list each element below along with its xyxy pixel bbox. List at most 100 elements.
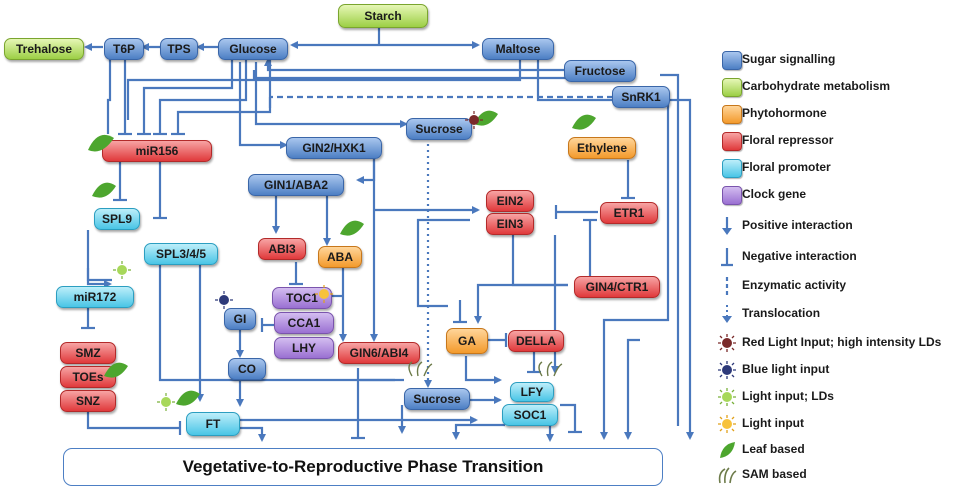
leaf-icon xyxy=(474,110,498,126)
red-light-icon xyxy=(465,111,483,129)
red-light-icon xyxy=(716,333,738,353)
node-ft: FT xyxy=(186,412,240,436)
leaf-icon xyxy=(716,440,738,460)
node-della: DELLA xyxy=(508,330,564,352)
legend-item-clock-gene: Clock gene xyxy=(712,185,960,205)
node-ein2: EIN2 xyxy=(486,190,534,212)
sun-icon xyxy=(716,414,738,434)
legend-item-red-light: Red Light Input; high intensity LDs xyxy=(712,333,960,353)
legend-item-enzymatic: Enzymatic activity xyxy=(712,276,960,296)
blue-light-icon xyxy=(716,360,738,380)
legend-label: SAM based xyxy=(742,467,807,481)
legend-label: Red Light Input; high intensity LDs xyxy=(742,335,942,349)
node-gin6: GIN6/ABI4 xyxy=(338,342,420,364)
node-lfy: LFY xyxy=(510,382,554,402)
node-co: CO xyxy=(228,358,266,380)
floral-promoter-swatch xyxy=(716,158,742,178)
node-etr1: ETR1 xyxy=(600,202,658,224)
green-light-icon xyxy=(113,261,131,279)
node-abi3: ABI3 xyxy=(258,238,306,260)
sam-icon xyxy=(716,465,738,485)
node-toc1: TOC1 xyxy=(272,287,332,309)
node-fructose: Fructose xyxy=(564,60,636,82)
node-maltose: Maltose xyxy=(482,38,554,60)
node-mir156: miR156 xyxy=(102,140,212,162)
node-ein3: EIN3 xyxy=(486,213,534,235)
blue-light-icon xyxy=(215,291,233,309)
node-gin2: GIN2/HXK1 xyxy=(286,137,382,159)
node-mir172: miR172 xyxy=(56,286,134,308)
legend-label: Phytohormone xyxy=(742,106,827,120)
node-smz: SMZ xyxy=(60,342,116,364)
legend-label: Translocation xyxy=(742,306,821,320)
legend-label: Negative interaction xyxy=(742,249,857,263)
legend-label: Blue light input xyxy=(742,362,830,376)
legend-item-blue-light: Blue light input xyxy=(712,360,960,380)
node-cca1: CCA1 xyxy=(274,312,334,334)
legend-label: Carbohydrate metabolism xyxy=(742,79,891,93)
leaf-icon xyxy=(572,114,596,130)
legend-label: Floral promoter xyxy=(742,160,831,174)
legend-label: Leaf based xyxy=(742,442,805,456)
node-trehalose: Trehalose xyxy=(4,38,84,60)
legend-item-positive: Positive interaction xyxy=(712,216,960,236)
legend-item-negative: Negative interaction xyxy=(712,247,960,267)
node-snz: SNZ xyxy=(60,390,116,412)
sam-icon xyxy=(408,361,563,377)
node-ga: GA xyxy=(446,328,488,354)
node-glucose: Glucose xyxy=(218,38,288,60)
phytohormone-swatch xyxy=(716,104,742,124)
node-gin1: GIN1/ABA2 xyxy=(248,174,344,196)
node-sucrose-bottom: Sucrose xyxy=(404,388,470,410)
node-gi: GI xyxy=(224,308,256,330)
leaf-icon xyxy=(88,134,114,152)
node-spl9: SPL9 xyxy=(94,208,140,230)
node-t6p: T6P xyxy=(104,38,144,60)
legend-label: Floral repressor xyxy=(742,133,834,147)
node-ethylene: Ethylene xyxy=(568,137,636,159)
leaf-icon xyxy=(92,182,116,198)
legend-item-sugar-signalling: Sugar signalling xyxy=(712,50,960,70)
node-sucrose-top: Sucrose xyxy=(406,118,472,140)
legend-item-sam: SAM based xyxy=(712,465,960,485)
node-aba: ABA xyxy=(318,246,362,268)
sun-icon xyxy=(315,285,333,303)
legend-item-carbohydrate: Carbohydrate metabolism xyxy=(712,77,960,97)
node-spl345: SPL3/4/5 xyxy=(144,243,218,265)
negative-bar-icon xyxy=(716,247,738,267)
clock-gene-swatch xyxy=(716,185,742,205)
floral-repressor-swatch xyxy=(716,131,742,151)
green-light-icon xyxy=(716,387,738,407)
legend-label: Positive interaction xyxy=(742,218,853,232)
legend-label: Light input xyxy=(742,416,804,430)
node-starch: Starch xyxy=(338,4,428,28)
node-lhy: LHY xyxy=(274,337,334,359)
dotted-arrow-icon xyxy=(716,304,738,324)
sugar-signalling-swatch xyxy=(716,50,742,70)
legend-label: Light input; LDs xyxy=(742,389,834,403)
positive-arrow-icon xyxy=(716,216,738,236)
leaf-icon xyxy=(176,390,200,406)
legend-label: Clock gene xyxy=(742,187,807,201)
green-light-icon xyxy=(157,393,175,411)
node-gin4: GIN4/CTR1 xyxy=(574,276,660,298)
legend-item-phytohormone: Phytohormone xyxy=(712,104,960,124)
leaf-icon xyxy=(104,362,128,378)
legend-item-floral-repressor: Floral repressor xyxy=(712,131,960,151)
legend-item-light-input: Light input xyxy=(712,414,960,434)
legend-label: Sugar signalling xyxy=(742,52,836,66)
node-tps: TPS xyxy=(160,38,198,60)
node-soc1: SOC1 xyxy=(502,404,558,426)
legend-item-translocation: Translocation xyxy=(712,304,960,324)
phase-transition-banner: Vegetative-to-Reproductive Phase Transit… xyxy=(63,448,663,486)
legend-label: Enzymatic activity xyxy=(742,278,847,292)
node-snrk1: SnRK1 xyxy=(612,86,670,108)
dashed-line-icon xyxy=(716,276,738,296)
legend-item-leaf: Leaf based xyxy=(712,440,960,460)
carbohydrate-metabolism-swatch xyxy=(716,77,742,97)
leaf-icon xyxy=(340,220,364,236)
legend-item-floral-promoter: Floral promoter xyxy=(712,158,960,178)
